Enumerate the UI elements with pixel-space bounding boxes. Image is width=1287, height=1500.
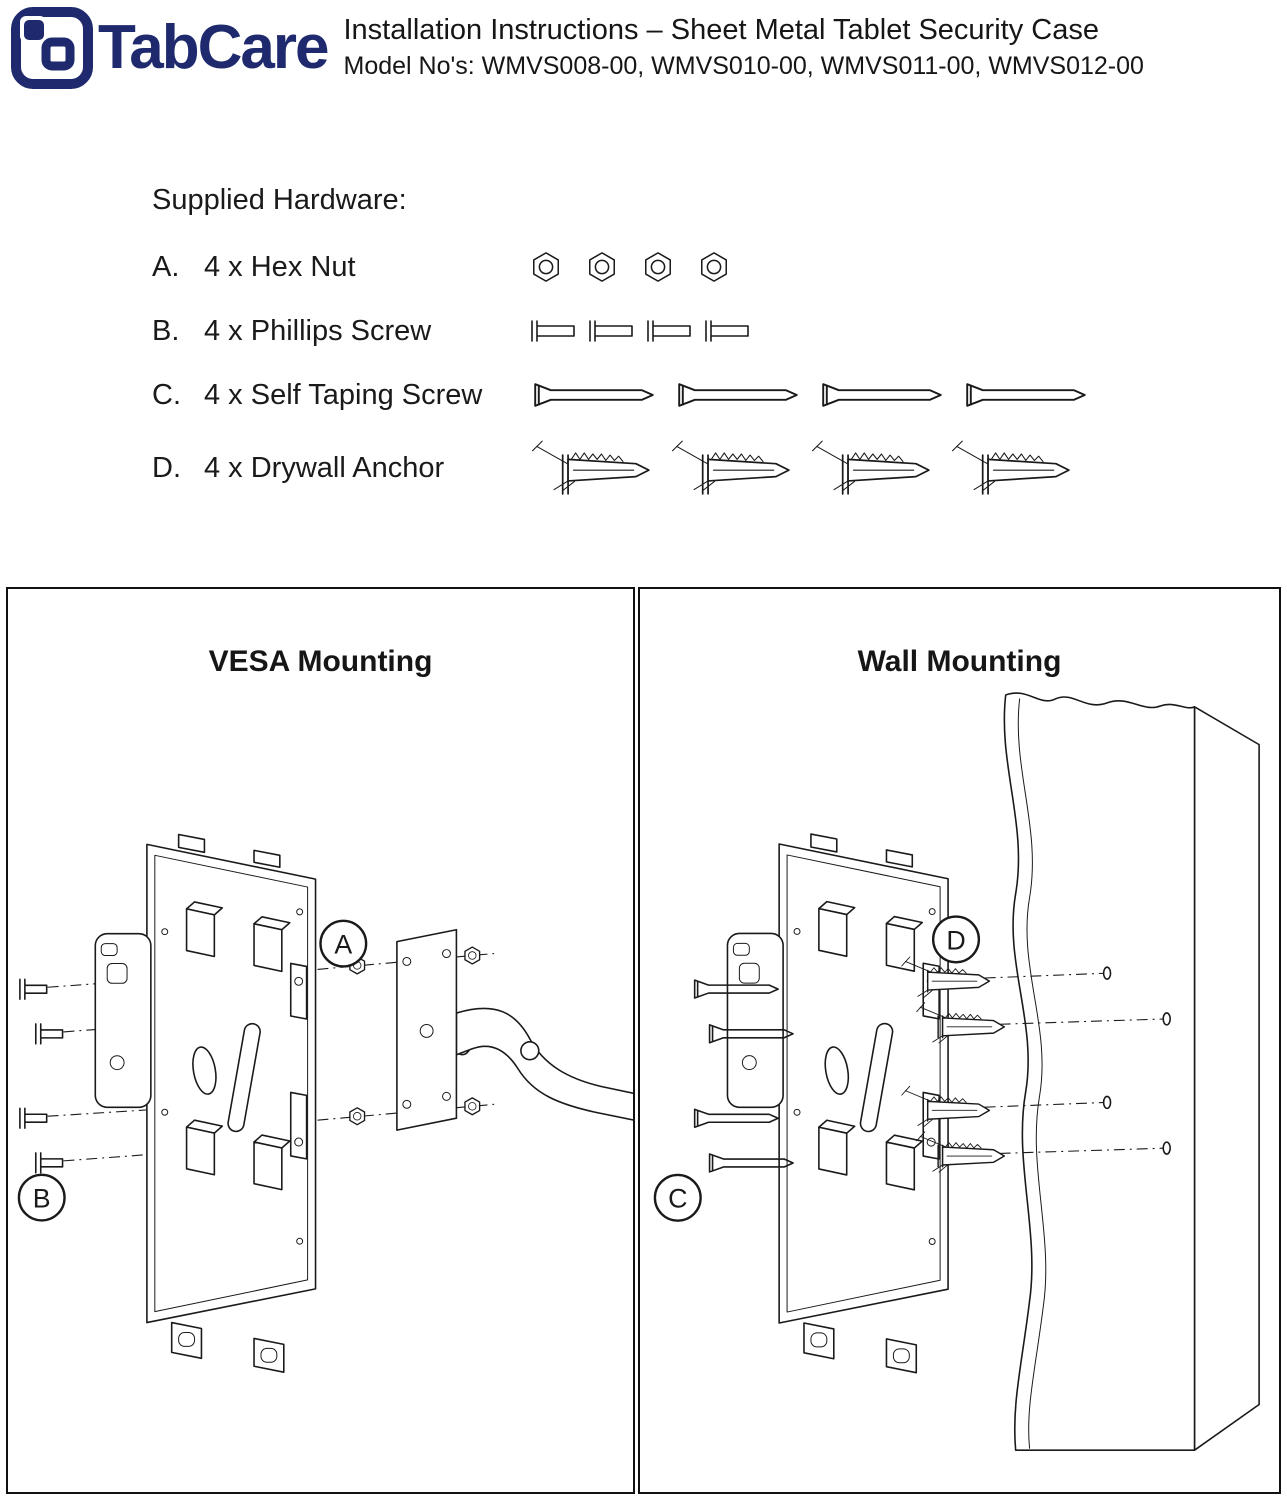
mounting-plate xyxy=(726,833,949,1374)
callout-c: C xyxy=(653,1173,702,1222)
hardware-letter: C. xyxy=(152,378,181,411)
self-taping-screw-icon xyxy=(530,382,1106,408)
vesa-panel-title: VESA Mounting xyxy=(208,645,433,678)
diagram-panels: VESA Mounting xyxy=(6,587,1281,1494)
tabcare-logo xyxy=(10,6,94,90)
wall-mounting-panel: Wall Mounting xyxy=(638,587,1281,1494)
wall-mounting-diagram: D C xyxy=(653,692,1260,1451)
brand-name: TabCare xyxy=(98,13,329,82)
hardware-label: 4 x Hex Nut xyxy=(204,250,356,283)
wall xyxy=(1003,692,1260,1451)
header: TabCare Installation Instructions – Shee… xyxy=(0,0,1287,96)
tabcare-logo-icon xyxy=(11,7,93,89)
phillips-screws xyxy=(19,978,64,1174)
hardware-label: 4 x Self Taping Screw xyxy=(204,378,483,411)
hardware-heading: Supplied Hardware: xyxy=(152,184,407,216)
hardware-letter: A. xyxy=(152,250,180,283)
hardware-letter: D. xyxy=(152,451,181,484)
supplied-hardware-section: Supplied Hardware: A. 4 x Hex Nut B. 4 x… xyxy=(152,184,1287,497)
svg-text:A: A xyxy=(334,930,352,960)
model-numbers: Model No's: WMVS008-00, WMVS010-00, WMVS… xyxy=(343,52,1144,80)
monitor-arm xyxy=(450,1007,633,1121)
wall-panel-title: Wall Mounting xyxy=(857,645,1062,678)
hardware-row-hex-nut: A. 4 x Hex Nut xyxy=(152,247,1287,287)
hardware-row-self-taping-screw: C. 4 x Self Taping Screw xyxy=(152,375,1287,415)
document-title: Installation Instructions – Sheet Metal … xyxy=(343,14,1099,46)
vesa-mounting-panel: VESA Mounting xyxy=(6,587,635,1494)
drywall-anchor-icon xyxy=(530,439,1106,497)
hardware-label: 4 x Phillips Screw xyxy=(204,314,432,347)
callout-b: B xyxy=(17,1173,66,1222)
hex-nut-icon xyxy=(530,250,762,284)
wall-holes xyxy=(1102,966,1171,1155)
callout-d: D xyxy=(931,915,981,964)
phillips-screw-icon xyxy=(530,319,760,343)
hardware-row-drywall-anchor: D. 4 x Drywall Anchor xyxy=(152,439,1287,497)
svg-text:B: B xyxy=(33,1184,51,1214)
hardware-label: 4 x Drywall Anchor xyxy=(204,451,445,484)
svg-text:D: D xyxy=(946,925,965,955)
callout-a: A xyxy=(319,919,368,968)
mounting-plate xyxy=(94,833,317,1373)
svg-text:C: C xyxy=(668,1184,687,1214)
hardware-row-phillips-screw: B. 4 x Phillips Screw xyxy=(152,311,1287,351)
title-block: Installation Instructions – Sheet Metal … xyxy=(344,6,1144,81)
hardware-letter: B. xyxy=(152,314,180,347)
vesa-mounting-diagram: A B xyxy=(17,833,633,1373)
vesa-adapter-plate xyxy=(396,928,458,1131)
